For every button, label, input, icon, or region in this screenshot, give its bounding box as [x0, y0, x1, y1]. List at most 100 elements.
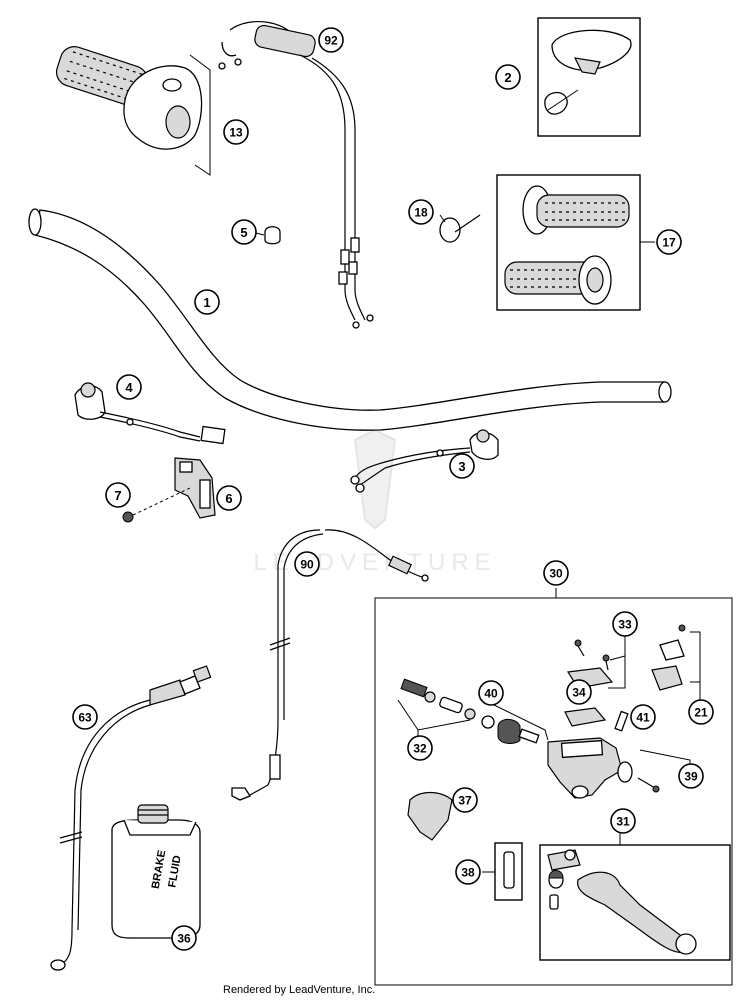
- callout-number: 3: [458, 459, 465, 474]
- master-cylinder-body: [547, 737, 691, 799]
- callout-circle: [171, 925, 197, 951]
- callout-gasket: 34: [566, 679, 592, 705]
- callout-switch-left: 4: [116, 374, 142, 400]
- callout-circle: [688, 699, 714, 725]
- callout-circle: [630, 704, 656, 730]
- callout-switch-right: 3: [449, 453, 475, 479]
- callout-circle: [318, 27, 344, 53]
- callout-brake-master-cylinder-assembly: 30: [543, 560, 569, 586]
- callout-piston-kit: 40: [478, 680, 504, 706]
- callout-number: 33: [618, 618, 632, 632]
- adjuster-kit: [397, 678, 476, 738]
- callout-lever-pivot-screw: 39: [678, 763, 704, 789]
- callout-number: 34: [572, 686, 586, 700]
- callout-number: 38: [461, 866, 475, 880]
- callout-circle: [407, 735, 433, 761]
- callout-grip-set: 17: [656, 229, 682, 255]
- callout-circle: [678, 763, 704, 789]
- callout-circle: [408, 199, 434, 225]
- hot-start-cable: [50, 665, 212, 971]
- callout-number: 5: [240, 225, 247, 240]
- callout-circle: [495, 64, 521, 90]
- callout-circle: [223, 119, 249, 145]
- callout-throttle-cables: 92: [318, 27, 344, 53]
- credit-text: Rendered by LeadVenture, Inc.: [223, 984, 376, 996]
- master-cylinder-assembly-box: [374, 588, 733, 986]
- callout-cover-screws: 33: [612, 611, 638, 637]
- piston-kit: [481, 703, 549, 744]
- callout-clamp-screws: 21: [688, 699, 714, 725]
- callout-number: 32: [413, 742, 427, 756]
- clutch-cable: [231, 529, 429, 801]
- callout-number: 92: [324, 34, 338, 48]
- callout-circle: [105, 482, 131, 508]
- callout-number: 63: [78, 711, 92, 725]
- callout-circle: [72, 704, 98, 730]
- callout-clutch-cable: 90: [294, 551, 320, 577]
- clamp-screws: [651, 624, 701, 700]
- callout-circle: [449, 453, 475, 479]
- callout-number: 39: [684, 770, 698, 784]
- fluid-label: FLUID: [166, 854, 183, 888]
- callout-circle: [610, 808, 636, 834]
- callout-number: 17: [662, 236, 676, 250]
- callout-number: 4: [125, 380, 133, 395]
- callout-circle: [656, 229, 682, 255]
- cable-tie: [439, 214, 481, 243]
- callout-number: 13: [229, 126, 243, 140]
- brake-fluid-bottle: BRAKE FLUID: [111, 804, 201, 939]
- brake-lever: [539, 832, 731, 961]
- callout-circle: [231, 219, 257, 245]
- switch-right: [350, 429, 499, 493]
- callout-circle: [294, 551, 320, 577]
- watermark-text: LEADVENTURE: [253, 549, 496, 576]
- callout-number: 90: [300, 558, 314, 572]
- callout-number: 31: [616, 815, 630, 829]
- callout-number: 6: [225, 491, 232, 506]
- clamp: [255, 226, 281, 245]
- grip-set: [496, 174, 655, 311]
- callout-lever-guard: 37: [452, 787, 478, 813]
- throttle-cables: [218, 21, 374, 329]
- callout-handlebar: 1: [194, 289, 220, 315]
- throttle-grip-housing: [55, 46, 211, 176]
- watermark-logo: LEADVENTURE: [253, 428, 496, 576]
- callout-number: 36: [177, 932, 191, 946]
- callout-number: 40: [484, 687, 498, 701]
- callout-number: 41: [636, 711, 650, 725]
- callout-cable-guide: 6: [216, 485, 242, 511]
- callout-circle: [478, 680, 504, 706]
- callout-circle: [543, 560, 569, 586]
- handlebar: [28, 208, 672, 431]
- callout-number: 30: [549, 567, 563, 581]
- cable-guide: [122, 457, 216, 523]
- callout-number: 37: [458, 794, 472, 808]
- callout-circle: [455, 859, 481, 885]
- callout-circle: [116, 374, 142, 400]
- callout-brake-fluid: 36: [171, 925, 197, 951]
- callout-pin: 41: [630, 704, 656, 730]
- callout-number: 18: [414, 206, 428, 220]
- callout-circle: [612, 611, 638, 637]
- callout-brake-lever: 31: [610, 808, 636, 834]
- callout-number: 2: [504, 70, 511, 85]
- switch-left: [74, 382, 226, 445]
- callout-adjuster-kit: 32: [407, 735, 433, 761]
- callout-circle: [194, 289, 220, 315]
- pin: [614, 710, 629, 732]
- callout-circle: [216, 485, 242, 511]
- callout-hot-start-cable: 63: [72, 704, 98, 730]
- bushing: [482, 842, 523, 901]
- cover-screws: [574, 636, 626, 689]
- callout-circle: [566, 679, 592, 705]
- lever-guard: [407, 791, 453, 841]
- callout-screw: 7: [105, 482, 131, 508]
- handlebar-pad: [537, 17, 641, 137]
- callout-clamp: 5: [231, 219, 257, 245]
- callout-number: 7: [114, 488, 121, 503]
- callout-number: 1: [203, 295, 210, 310]
- callout-throttle-grip-housing: 13: [223, 119, 249, 145]
- callout-handlebar-pad: 2: [495, 64, 521, 90]
